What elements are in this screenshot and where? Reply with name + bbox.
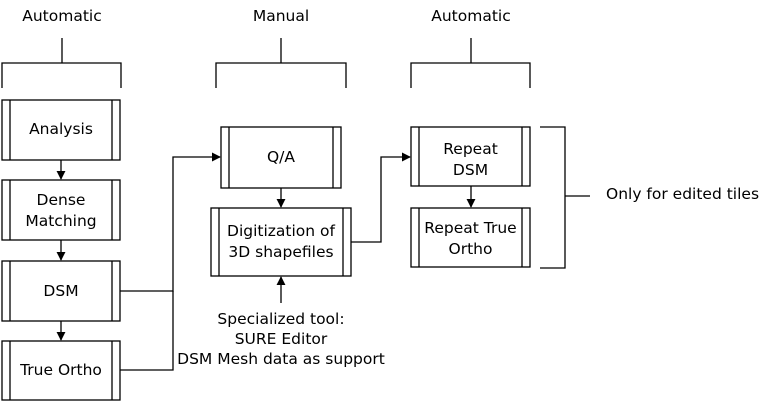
- tool-note-line1: Specialized tool:: [217, 310, 345, 328]
- dense-matching-label-line1: Dense: [36, 191, 86, 209]
- box-repeat-true-ortho: [410, 207, 531, 268]
- repeat-true-ortho-label-line2: Ortho: [448, 240, 493, 258]
- edited-tiles-bracket: [540, 126, 590, 269]
- phase-label-automatic-1: Automatic: [22, 7, 102, 25]
- edited-tiles-note: Only for edited tiles: [606, 185, 760, 203]
- connector-digitization-to-repeat: [351, 152, 411, 243]
- phase-label-manual: Manual: [252, 7, 310, 25]
- phase-bracket-manual: [215, 38, 347, 88]
- repeat-dsm-label-line1: Repeat: [443, 140, 498, 158]
- repeat-dsm-label-line2: DSM: [452, 161, 489, 179]
- digitization-label-line2: 3D shapefiles: [228, 243, 334, 261]
- dsm-label: DSM: [43, 282, 79, 300]
- analysis-label: Analysis: [29, 120, 93, 138]
- tool-note-line3: DSM Mesh data as support: [177, 350, 385, 368]
- true-ortho-label: True Ortho: [20, 361, 102, 379]
- qa-label: Q/A: [266, 148, 296, 166]
- connector-dsm-to-qa: [120, 152, 221, 292]
- phase-bracket-automatic-1: [1, 38, 122, 88]
- phase-bracket-automatic-2: [410, 38, 531, 88]
- dense-matching-label-line2: Matching: [25, 212, 97, 230]
- digitization-label-line1: Digitization of: [227, 222, 335, 240]
- repeat-true-ortho-label-line1: Repeat True: [424, 219, 517, 237]
- connector-trueortho-to-qa: [120, 291, 174, 371]
- tool-note-line2: SURE Editor: [234, 330, 328, 348]
- phase-label-automatic-2: Automatic: [431, 7, 511, 25]
